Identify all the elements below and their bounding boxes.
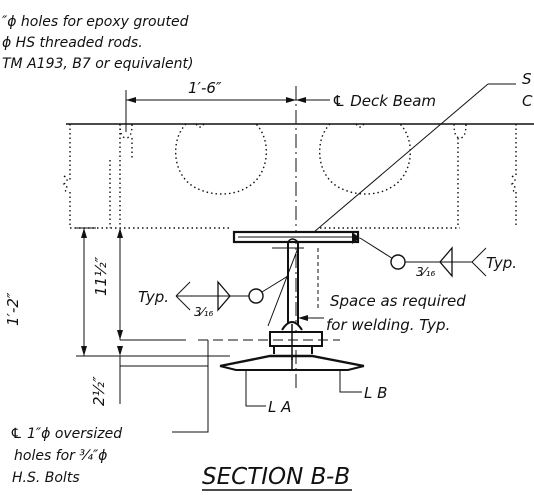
- dim-left-inner: 11½″: [92, 256, 110, 296]
- deck-beam-label: ℄ Deck Beam: [332, 92, 436, 110]
- weld-right-size: 3⁄₁₆: [416, 265, 435, 279]
- weld-left-typ: Typ.: [138, 288, 169, 306]
- space-note-line-2: for welding. Typ.: [326, 316, 450, 334]
- dim-top-label: 1′-6″: [188, 79, 222, 97]
- hole-note-line-2: holes for ¾″ϕ: [14, 448, 107, 464]
- weld-right-typ: Typ.: [486, 254, 517, 272]
- deck-dotted-outline: [62, 123, 517, 229]
- dimension-top: [125, 90, 296, 132]
- top-right-text-2: C: [522, 92, 533, 110]
- top-flange: [232, 230, 360, 244]
- bolt-connection: [219, 321, 365, 371]
- leader-top-right: [313, 83, 489, 233]
- dim-left-outer: 1′-2″: [4, 292, 22, 326]
- space-note-line-1: Space as required: [330, 292, 466, 310]
- note-top-line-1: ″ϕ holes for epoxy grouted: [2, 14, 189, 30]
- note-top-line-2: ϕ HS threaded rods.: [2, 35, 143, 51]
- top-right-text-1: S: [522, 70, 532, 88]
- hole-note-line-1: ℄ 1″ϕ oversized: [10, 426, 122, 442]
- dim-left-bottom: 2½″: [90, 376, 108, 406]
- note-top-line-3: TM A193, B7 or equivalent): [2, 56, 193, 72]
- weld-left-size: 3⁄₁₆: [194, 305, 213, 319]
- hole-note-line-3: H.S. Bolts: [12, 470, 80, 486]
- angle-a-label: L A: [268, 398, 291, 416]
- weld-symbol-left: [175, 275, 289, 312]
- angle-b-label: L B: [364, 384, 387, 402]
- hanger-web: [272, 238, 319, 330]
- section-title: SECTION B-B: [202, 464, 350, 490]
- weld-symbol-right: [359, 237, 487, 278]
- left-dimensions: [76, 227, 230, 404]
